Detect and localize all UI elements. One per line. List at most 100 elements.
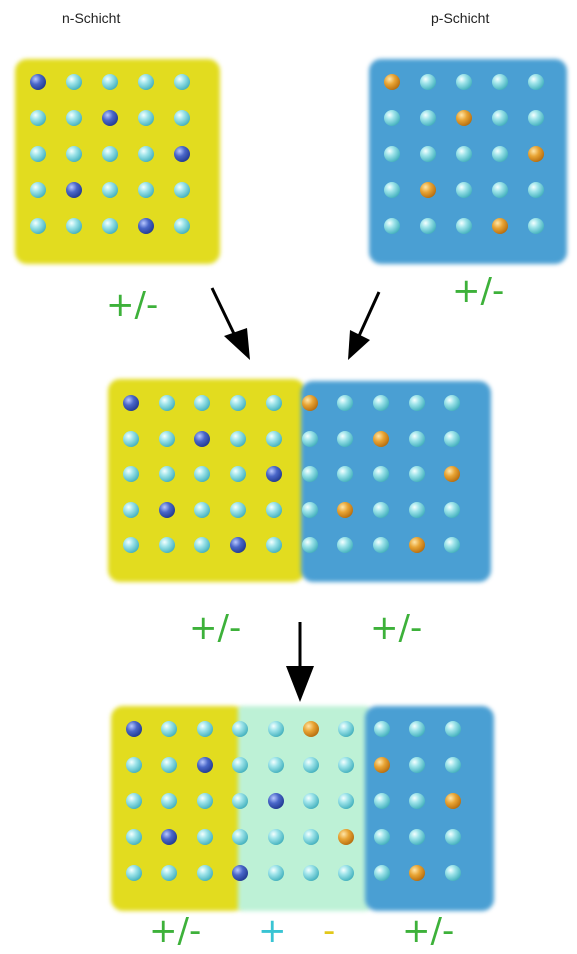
acceptor-atom — [444, 466, 461, 482]
host-atom — [528, 74, 544, 90]
p-layer-charge-mid: +/- — [370, 608, 423, 648]
n-layer-charge-top: +/- — [106, 285, 159, 325]
host-atom — [123, 466, 139, 482]
host-atom — [528, 218, 544, 234]
host-atom — [30, 182, 46, 198]
host-atom — [303, 793, 319, 809]
host-atom — [126, 829, 142, 845]
host-atom — [265, 430, 282, 447]
host-atom — [267, 865, 284, 881]
p-layer-charge-bottom: +/- — [402, 911, 455, 951]
host-atom — [444, 721, 461, 737]
host-atom — [66, 110, 82, 126]
host-atom — [174, 74, 190, 90]
arrow-to-depletion — [286, 622, 314, 702]
host-atom — [230, 430, 247, 447]
host-atom — [230, 466, 247, 482]
host-atom — [420, 218, 436, 234]
p-layer-slab-mid — [301, 381, 491, 582]
host-atom — [158, 537, 175, 553]
host-atom — [408, 430, 425, 447]
donor-atom — [138, 218, 154, 234]
acceptor-atom — [409, 865, 426, 881]
donor-atom — [123, 395, 139, 411]
donor-atom — [66, 182, 82, 198]
host-atom — [30, 146, 46, 162]
host-atom — [161, 793, 178, 809]
host-atom — [456, 74, 472, 90]
host-atom — [174, 110, 190, 126]
acceptor-atom — [373, 757, 390, 773]
host-atom — [444, 865, 461, 881]
n-layer-charge-mid: +/- — [189, 608, 242, 648]
host-atom — [174, 182, 190, 198]
host-atom — [301, 537, 318, 553]
host-atom — [265, 501, 282, 518]
host-atom — [66, 74, 82, 90]
host-atom — [372, 466, 389, 482]
host-atom — [409, 721, 426, 737]
host-atom — [161, 757, 178, 773]
host-atom — [232, 829, 249, 845]
host-atom — [126, 865, 142, 881]
host-atom — [158, 430, 175, 447]
host-atom — [102, 146, 118, 162]
host-atom — [409, 793, 426, 809]
host-atom — [267, 829, 284, 845]
host-atom — [230, 395, 247, 411]
acceptor-atom — [528, 146, 544, 162]
host-atom — [492, 74, 508, 90]
host-atom — [338, 865, 355, 881]
host-atom — [372, 501, 389, 518]
p-layer-label: p-Schicht — [431, 10, 490, 26]
acceptor-atom — [338, 829, 355, 845]
host-atom — [230, 501, 247, 518]
host-atom — [123, 501, 139, 518]
host-atom — [303, 829, 319, 845]
host-atom — [420, 146, 436, 162]
host-atom — [138, 182, 154, 198]
acceptor-atom — [372, 430, 389, 447]
host-atom — [66, 146, 82, 162]
host-atom — [384, 218, 400, 234]
host-atom — [194, 395, 211, 411]
host-atom — [232, 721, 249, 737]
host-atom — [372, 537, 389, 553]
host-atom — [194, 501, 211, 518]
host-atom — [102, 182, 118, 198]
acceptor-atom — [384, 74, 400, 90]
host-atom — [384, 110, 400, 126]
host-atom — [161, 721, 178, 737]
host-atom — [301, 430, 318, 447]
donor-atom — [230, 537, 247, 553]
host-atom — [420, 74, 436, 90]
host-atom — [158, 395, 175, 411]
depletion-minus-charge: - — [323, 911, 336, 951]
host-atom — [303, 865, 319, 881]
host-atom — [444, 501, 461, 518]
host-atom — [232, 793, 249, 809]
host-atom — [408, 395, 425, 411]
host-atom — [158, 466, 175, 482]
host-atom — [337, 395, 354, 411]
donor-atom — [267, 793, 284, 809]
host-atom — [384, 182, 400, 198]
host-atom — [492, 146, 508, 162]
acceptor-atom — [456, 110, 472, 126]
host-atom — [126, 757, 142, 773]
host-atom — [196, 829, 213, 845]
donor-atom — [126, 721, 142, 737]
host-atom — [196, 865, 213, 881]
host-atom — [444, 395, 461, 411]
donor-atom — [158, 501, 175, 518]
host-atom — [301, 501, 318, 518]
host-atom — [373, 865, 390, 881]
host-atom — [409, 829, 426, 845]
host-atom — [338, 757, 355, 773]
host-atom — [456, 218, 472, 234]
donor-atom — [196, 757, 213, 773]
host-atom — [161, 865, 178, 881]
host-atom — [444, 430, 461, 447]
host-atom — [420, 110, 436, 126]
